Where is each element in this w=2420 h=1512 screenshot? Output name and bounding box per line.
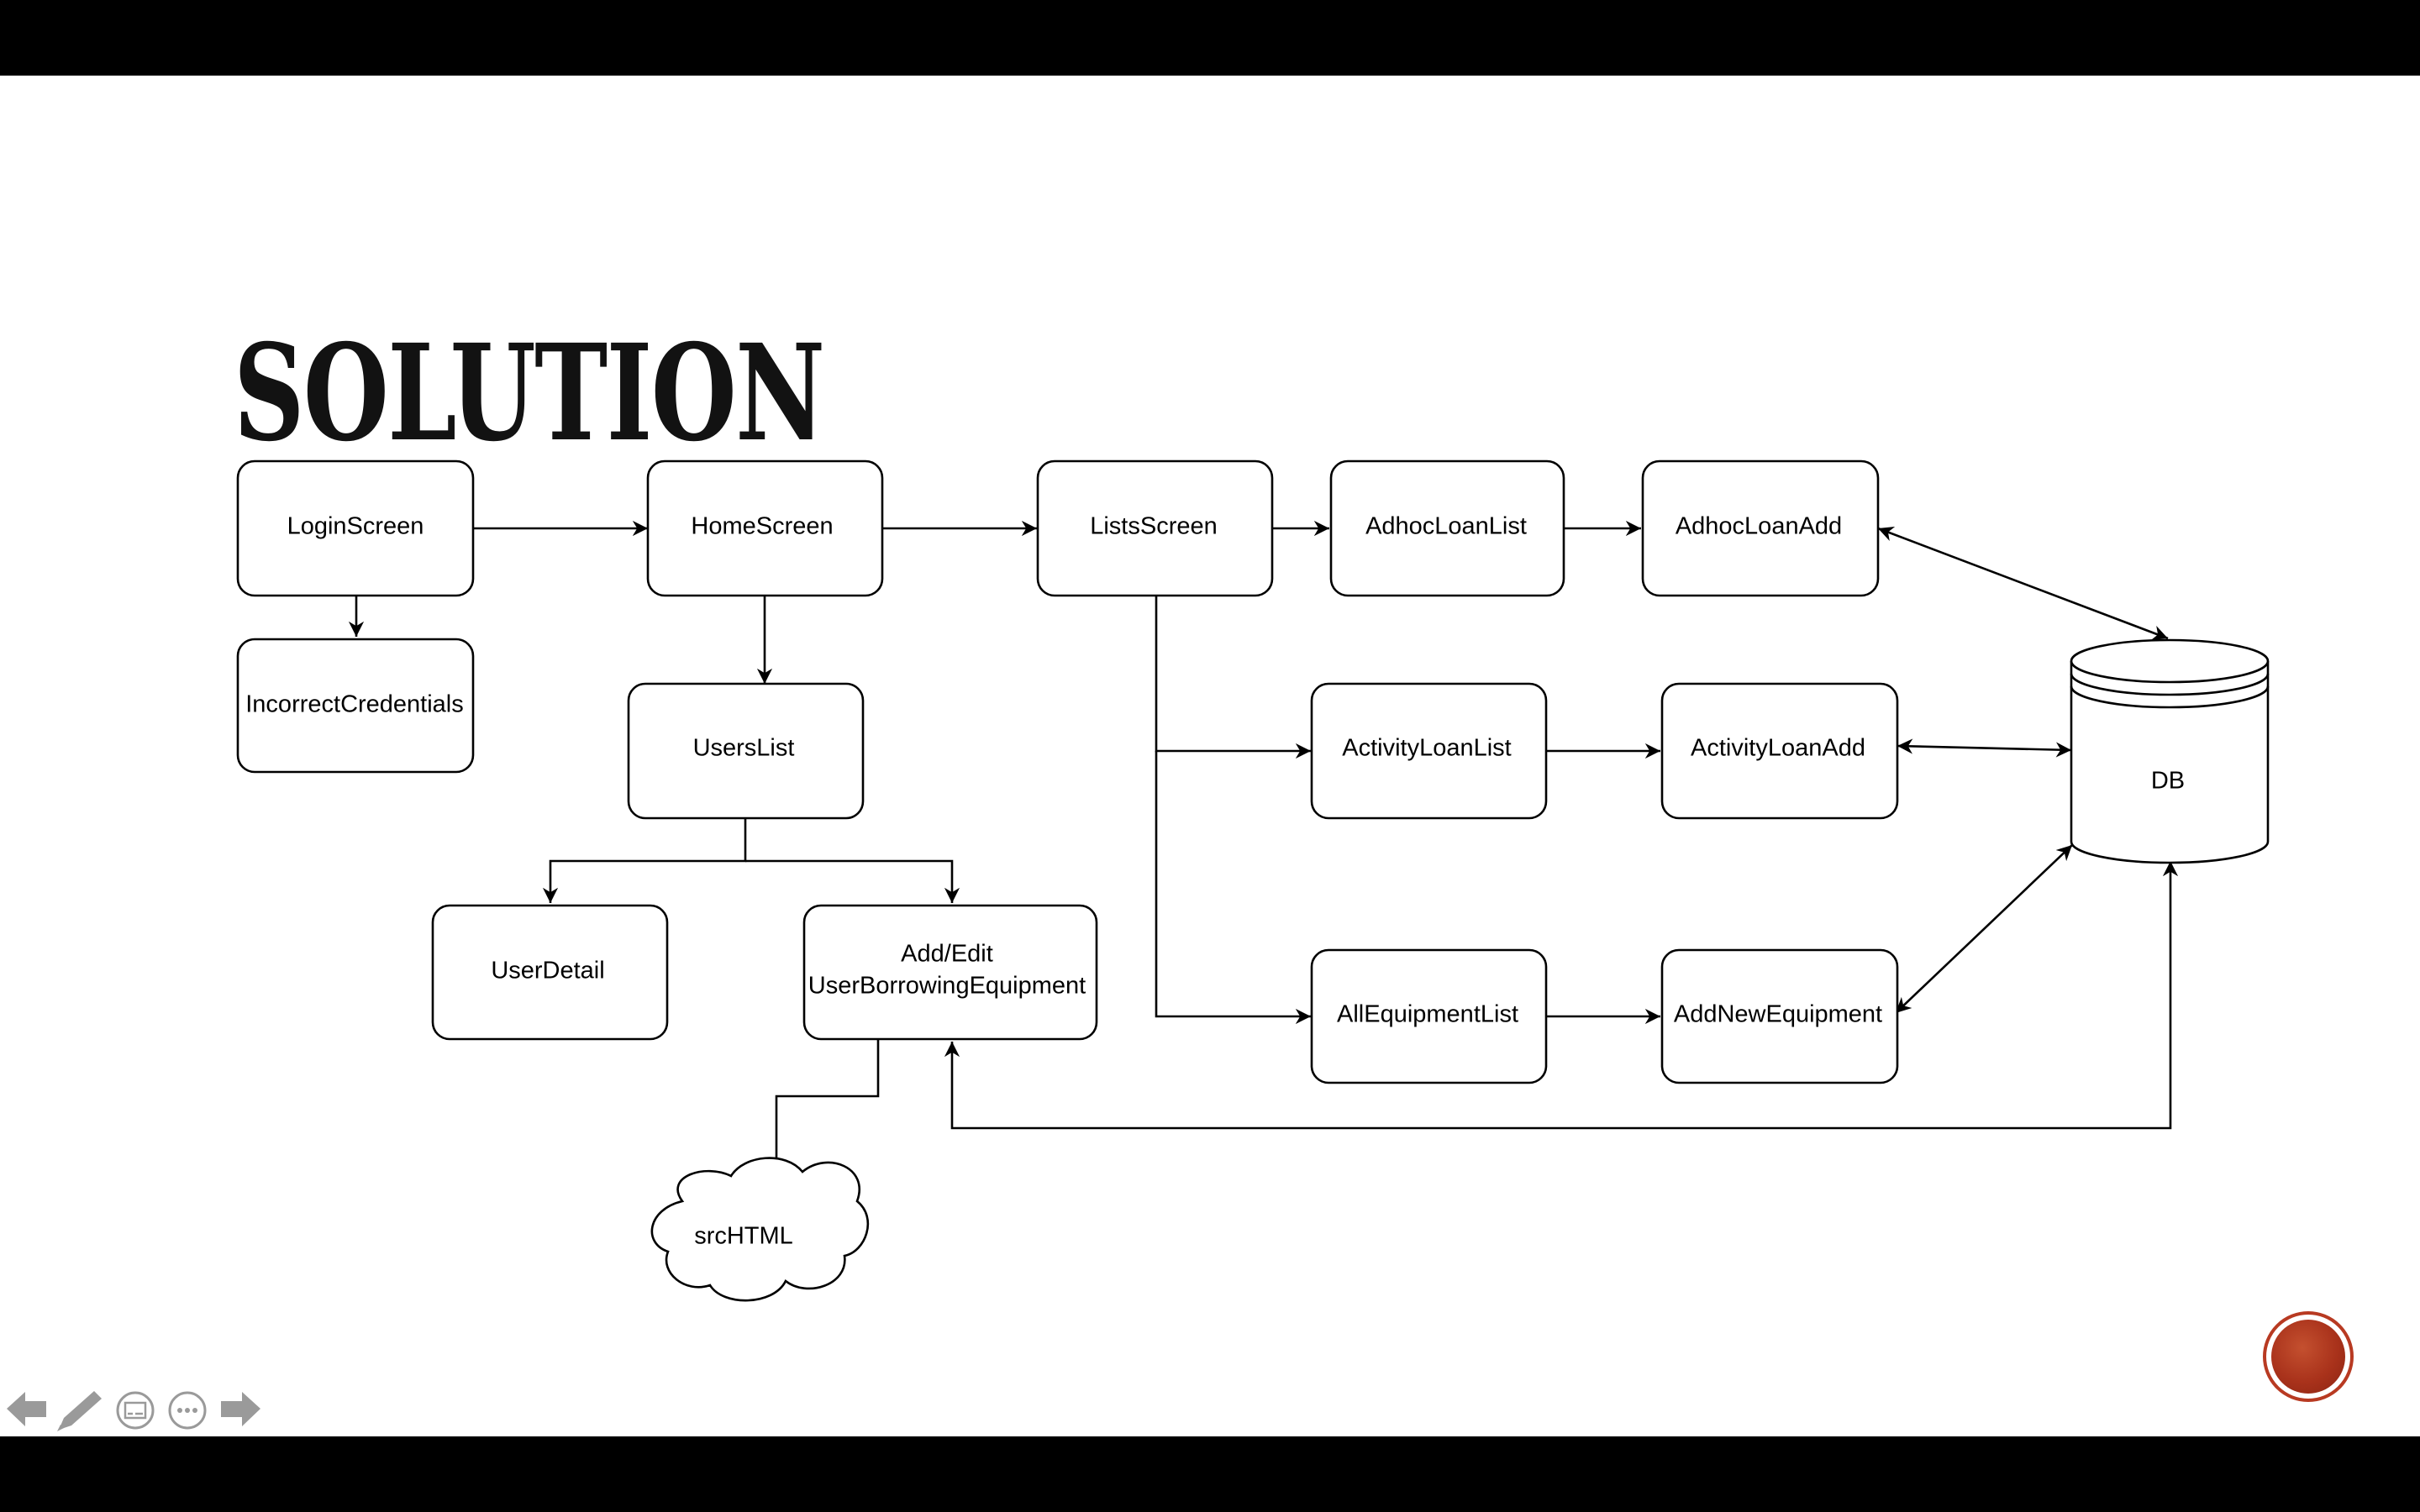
node-label: LoginScreen bbox=[287, 513, 424, 540]
node-activity-loan-add: ActivityLoanAdd bbox=[1660, 682, 1899, 820]
node-home-screen: HomeScreen bbox=[646, 459, 884, 597]
logo-badge bbox=[2263, 1311, 2354, 1402]
node-label-line1: Add/Edit bbox=[901, 941, 993, 968]
node-incorrect-credentials: IncorrectCredentials bbox=[236, 638, 475, 774]
edge-db-addedit bbox=[944, 861, 2179, 1130]
node-adhoc-loan-list: AdhocLoanList bbox=[1329, 459, 1565, 597]
node-label: UserDetail bbox=[491, 958, 604, 984]
more-icon[interactable] bbox=[168, 1391, 207, 1430]
node-label-line2: UserBorrowingEquipment bbox=[808, 973, 1086, 1000]
node-label: srcHTML bbox=[694, 1223, 793, 1250]
node-add-edit-user-borrowing-equipment: Add/Edit UserBorrowingEquipment bbox=[802, 904, 1098, 1041]
edge-userslist-addedit bbox=[745, 859, 960, 903]
letterbox-top bbox=[0, 0, 2420, 76]
node-label: HomeScreen bbox=[691, 513, 833, 540]
letterbox-bottom bbox=[0, 1436, 2420, 1512]
node-lists-screen: ListsScreen bbox=[1036, 459, 1274, 597]
node-users-list: UsersList bbox=[627, 682, 865, 820]
edge-adhocadd-db bbox=[1877, 526, 2169, 641]
edge-addnew-db bbox=[1895, 844, 2073, 1014]
node-label: AllEquipmentList bbox=[1337, 1001, 1518, 1028]
node-src-html-cloud: srcHTML bbox=[650, 1157, 870, 1302]
arrow-right-icon[interactable] bbox=[221, 1392, 260, 1426]
node-add-new-equipment: AddNewEquipment bbox=[1660, 948, 1899, 1084]
node-label: ActivityLoanAdd bbox=[1691, 735, 1865, 762]
subtitles-icon[interactable] bbox=[116, 1391, 155, 1430]
connectors bbox=[348, 520, 2179, 1185]
node-label: ListsScreen bbox=[1090, 513, 1218, 540]
edge-lists-allequipment bbox=[1155, 751, 1311, 1025]
slideshow-toolbar bbox=[0, 1383, 277, 1438]
edge-addedit-srchtml bbox=[768, 1039, 880, 1185]
node-label: AdhocLoanAdd bbox=[1676, 513, 1842, 540]
pen-icon[interactable] bbox=[57, 1391, 102, 1431]
edge-lists-activitylist bbox=[1155, 596, 1311, 759]
node-label: DB bbox=[2151, 768, 2185, 795]
slide-title: SOLUTION bbox=[234, 316, 825, 471]
node-db: DB bbox=[2070, 638, 2270, 864]
arrow-left-icon[interactable] bbox=[7, 1392, 46, 1426]
node-activity-loan-list: ActivityLoanList bbox=[1310, 682, 1548, 820]
node-user-detail: UserDetail bbox=[431, 904, 669, 1041]
node-all-equipment-list: AllEquipmentList bbox=[1310, 948, 1548, 1084]
node-label: AdhocLoanList bbox=[1365, 513, 1527, 540]
logo-badge-inner bbox=[2271, 1320, 2345, 1394]
node-adhoc-loan-add: AdhocLoanAdd bbox=[1641, 459, 1880, 597]
edge-activityadd-db bbox=[1897, 738, 2072, 758]
edge-userslist-userdetail bbox=[542, 818, 747, 903]
node-label: IncorrectCredentials bbox=[245, 691, 464, 718]
node-label: UsersList bbox=[693, 735, 795, 762]
node-label: ActivityLoanList bbox=[1342, 735, 1512, 762]
node-label: AddNewEquipment bbox=[1674, 1001, 1882, 1028]
node-login-screen: LoginScreen bbox=[236, 459, 475, 597]
